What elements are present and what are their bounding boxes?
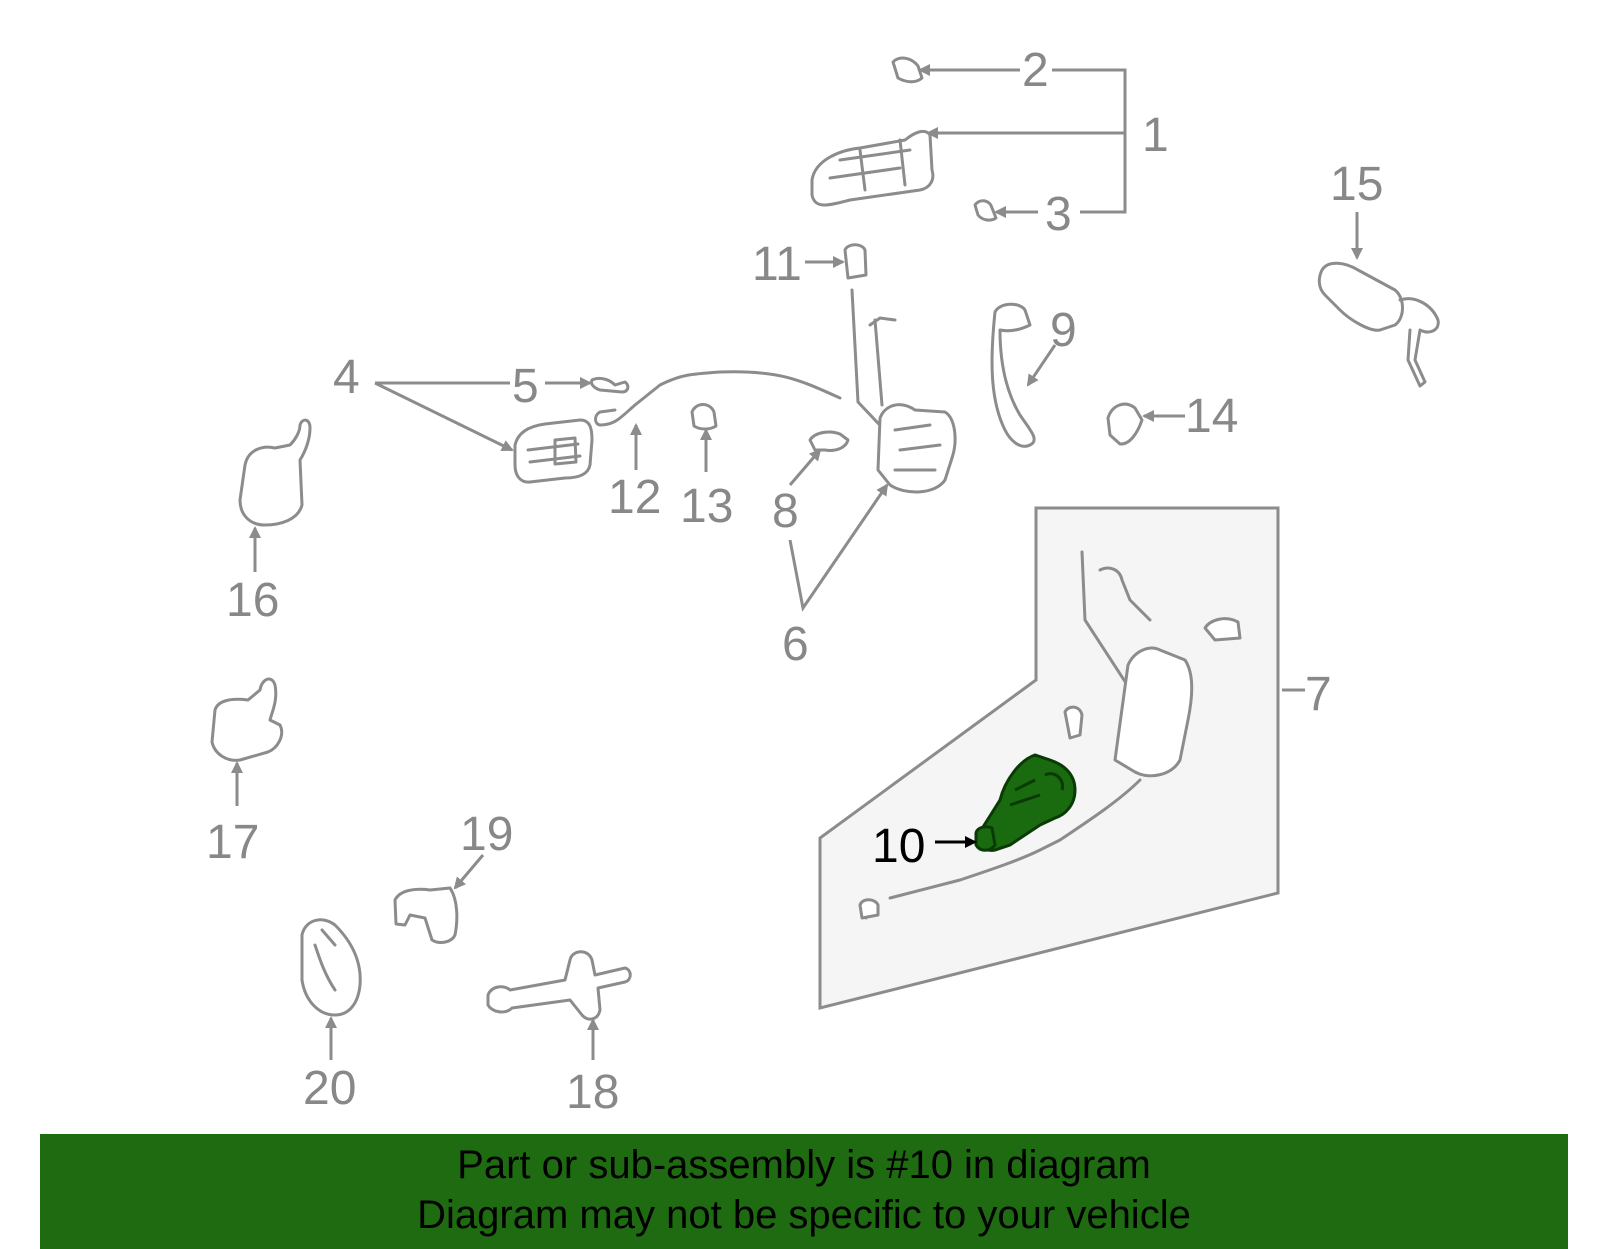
parts-diagram: 2 1 3 11 15 9 14 4 5 12 13 8 6 7 16 17 1… bbox=[206, 44, 1440, 1119]
part-2-clip[interactable] bbox=[891, 56, 924, 84]
part-7-subassembly-parts[interactable] bbox=[858, 550, 1242, 920]
part-20-striker[interactable] bbox=[300, 918, 362, 1017]
part-9-seal[interactable] bbox=[990, 302, 1036, 448]
part-18-door-check[interactable] bbox=[486, 950, 632, 1021]
callout-16: 16 bbox=[226, 574, 279, 627]
part-10-door-lock-actuator[interactable] bbox=[974, 753, 1077, 852]
callout-11: 11 bbox=[752, 238, 802, 291]
part-1-outside-handle[interactable] bbox=[810, 129, 935, 207]
callout-3: 3 bbox=[1045, 188, 1072, 241]
callout-17: 17 bbox=[206, 816, 259, 869]
callout-13: 13 bbox=[680, 480, 733, 533]
part-8-clip[interactable] bbox=[808, 430, 850, 452]
part-4-inside-handle[interactable] bbox=[513, 418, 594, 484]
info-banner: Part or sub-assembly is #10 in diagram D… bbox=[40, 1134, 1568, 1249]
callout-9: 9 bbox=[1050, 304, 1077, 357]
banner-line-2: Diagram may not be specific to your vehi… bbox=[417, 1193, 1191, 1237]
callout-10-highlighted: 10 bbox=[872, 820, 925, 873]
callout-18: 18 bbox=[566, 1066, 619, 1119]
part-16-bracket[interactable] bbox=[238, 418, 312, 527]
part-5-clip[interactable] bbox=[590, 376, 630, 394]
part-6-lock-assembly[interactable] bbox=[850, 288, 957, 494]
part-3-screw[interactable] bbox=[973, 199, 998, 222]
part-19-bracket[interactable] bbox=[393, 886, 459, 944]
callout-15: 15 bbox=[1330, 158, 1383, 211]
callout-6: 6 bbox=[782, 618, 809, 671]
callout-5: 5 bbox=[512, 360, 539, 413]
part-11-clip[interactable] bbox=[843, 243, 868, 280]
part-12-cable[interactable] bbox=[594, 370, 842, 427]
callout-4: 4 bbox=[333, 351, 360, 404]
callout-2: 2 bbox=[1022, 44, 1049, 97]
callout-1: 1 bbox=[1142, 109, 1169, 162]
subassembly-box bbox=[818, 506, 1280, 1010]
leader-lines bbox=[231, 64, 1363, 1060]
part-15-lock-cylinder[interactable] bbox=[1317, 261, 1440, 388]
part-17-bracket[interactable] bbox=[210, 677, 284, 762]
part-13-clip[interactable] bbox=[690, 403, 718, 431]
callout-20: 20 bbox=[303, 1062, 356, 1115]
callout-7: 7 bbox=[1305, 668, 1332, 721]
banner-line-1: Part or sub-assembly is #10 in diagram bbox=[457, 1143, 1151, 1187]
callout-19: 19 bbox=[460, 808, 513, 861]
callout-14: 14 bbox=[1185, 390, 1238, 443]
callout-8: 8 bbox=[772, 485, 799, 538]
callout-12: 12 bbox=[608, 471, 661, 524]
part-14-clip[interactable] bbox=[1106, 402, 1144, 446]
